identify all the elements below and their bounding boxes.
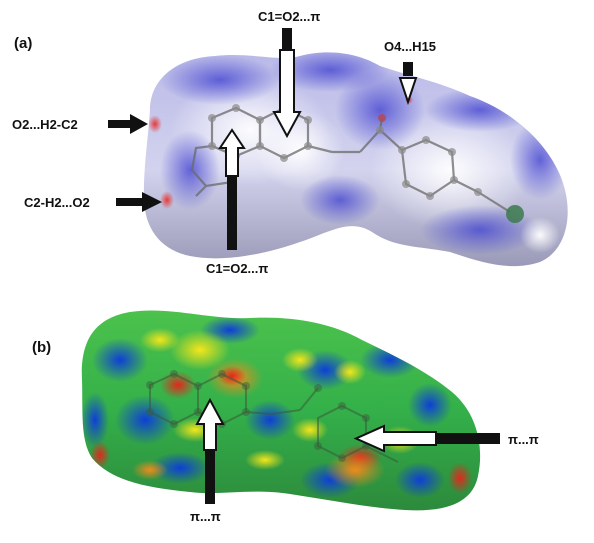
annotation-o4-h15: O4...H15 xyxy=(384,39,437,54)
annotation-c2-h2-o2: C2-H2...O2 xyxy=(24,195,90,210)
annotation-c1o2-pi-top: C1=O2...π xyxy=(258,9,321,24)
panel-label-a: (a) xyxy=(14,35,33,52)
shape-index-shading xyxy=(81,316,472,498)
annotation-pi-pi-right: π...π xyxy=(508,432,539,447)
arrow-pi-pi-vertical xyxy=(195,397,225,504)
molecule-b xyxy=(149,372,399,463)
arrow-o4-h15 xyxy=(398,62,418,106)
contact-spot xyxy=(148,115,162,133)
annotation-pi-pi-bottom: π...π xyxy=(190,509,221,524)
annotation-o2-h2-c2: O2...H2-C2 xyxy=(12,117,78,132)
arrow-c1o2-pi-bottom xyxy=(218,128,246,250)
contact-spot xyxy=(160,191,174,209)
arrow-o2-h2-c2 xyxy=(108,114,148,134)
annotation-c1o2-pi-bottom: C1=O2...π xyxy=(206,261,269,276)
panel-b xyxy=(81,310,500,511)
oxygen-atom xyxy=(378,114,386,122)
arrow-c2-h2-o2 xyxy=(116,192,162,212)
arrow-pi-pi-horizontal xyxy=(353,424,500,453)
chlorine-atom xyxy=(506,205,524,223)
arrow-c1o2-pi-top xyxy=(272,28,302,139)
panel-label-b: (b) xyxy=(32,339,52,356)
panel-a xyxy=(108,28,568,267)
